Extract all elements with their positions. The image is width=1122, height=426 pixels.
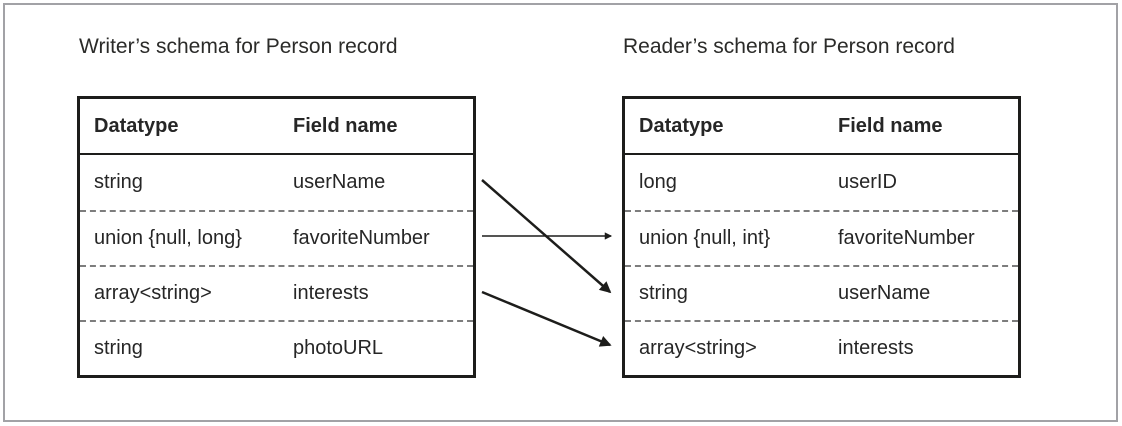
writer-row-field: userName xyxy=(293,171,386,193)
reader-row-datatype: union {null, int} xyxy=(639,227,771,249)
writer-schema-title: Writer’s schema for Person record xyxy=(79,35,398,58)
reader-schema-title: Reader’s schema for Person record xyxy=(623,35,955,58)
reader-row-field: userName xyxy=(838,282,931,304)
reader-schema-table: Datatype Field name long userID union {n… xyxy=(622,96,1021,378)
table-row: string photoURL xyxy=(80,320,473,375)
table-row: long userID xyxy=(625,155,1018,210)
table-row: string userName xyxy=(80,155,473,210)
reader-table-header: Datatype Field name xyxy=(625,99,1018,155)
table-row: union {null, int} favoriteNumber xyxy=(625,210,1018,265)
writer-row-datatype: array<string> xyxy=(94,282,212,304)
table-row: array<string> interests xyxy=(625,320,1018,375)
writer-row-field: favoriteNumber xyxy=(293,227,430,249)
reader-header-datatype: Datatype xyxy=(639,114,724,137)
table-row: union {null, long} favoriteNumber xyxy=(80,210,473,265)
reader-row-field: userID xyxy=(838,171,897,193)
writer-header-field-name: Field name xyxy=(293,114,398,137)
table-row: string userName xyxy=(625,265,1018,320)
reader-row-field: favoriteNumber xyxy=(838,227,975,249)
writer-row-field: interests xyxy=(293,282,369,304)
table-row: array<string> interests xyxy=(80,265,473,320)
reader-row-datatype: long xyxy=(639,171,677,193)
writer-row-datatype: string xyxy=(94,337,143,359)
writer-table-header: Datatype Field name xyxy=(80,99,473,155)
writer-row-datatype: union {null, long} xyxy=(94,227,242,249)
reader-row-datatype: array<string> xyxy=(639,337,757,359)
writer-row-field: photoURL xyxy=(293,337,384,359)
writer-row-datatype: string xyxy=(94,171,143,193)
reader-row-datatype: string xyxy=(639,282,688,304)
writer-schema-table: Datatype Field name string userName unio… xyxy=(77,96,476,378)
reader-row-field: interests xyxy=(838,337,914,359)
writer-header-datatype: Datatype xyxy=(94,114,179,137)
reader-header-field-name: Field name xyxy=(838,114,943,137)
